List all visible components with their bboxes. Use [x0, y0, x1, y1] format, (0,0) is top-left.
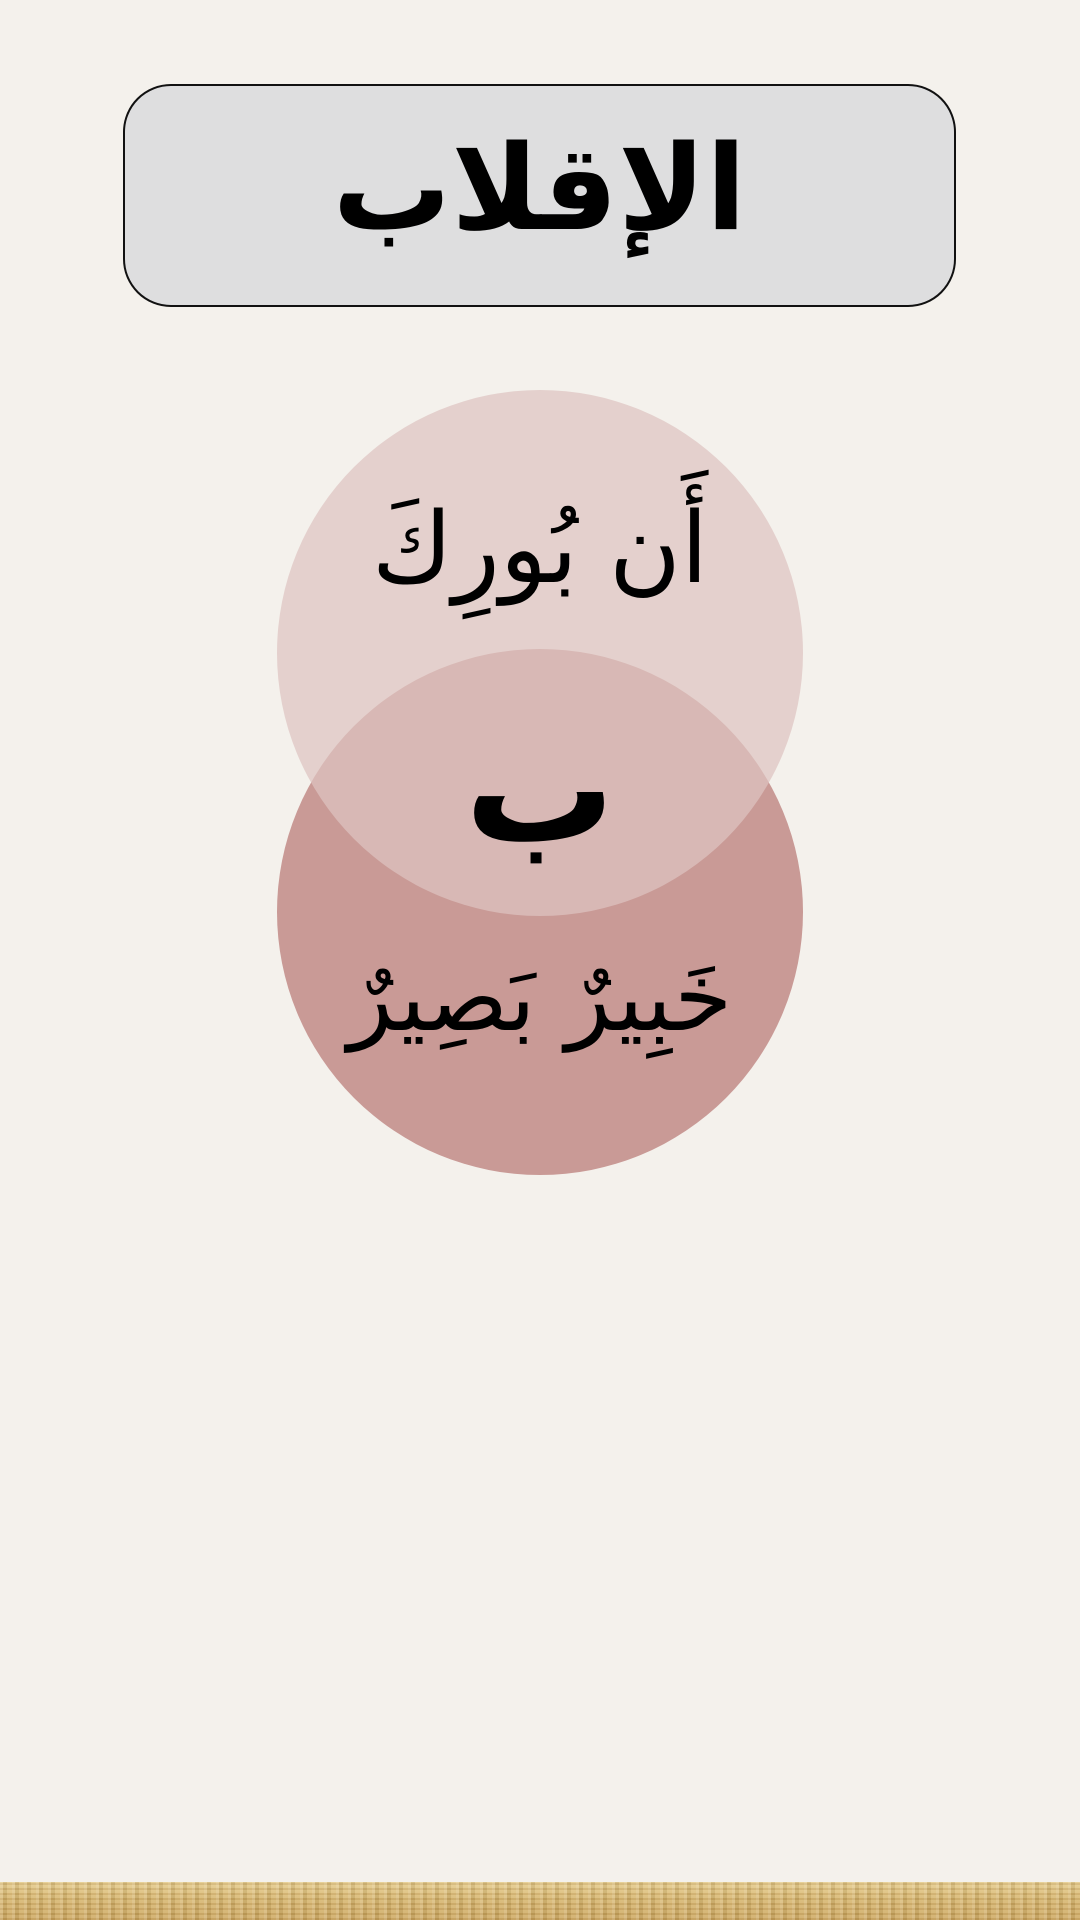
- page-title: الإقلاب: [332, 118, 747, 257]
- decorative-gold-strip: [0, 1882, 1080, 1920]
- center-letter: ب: [464, 703, 616, 877]
- title-box: الإقلاب: [123, 84, 956, 307]
- bottom-phrase: خَبِيرٌ بَصِيرٌ: [347, 944, 733, 1053]
- circle-top: [277, 390, 803, 916]
- top-phrase: أَن بُورِكَ: [371, 492, 709, 606]
